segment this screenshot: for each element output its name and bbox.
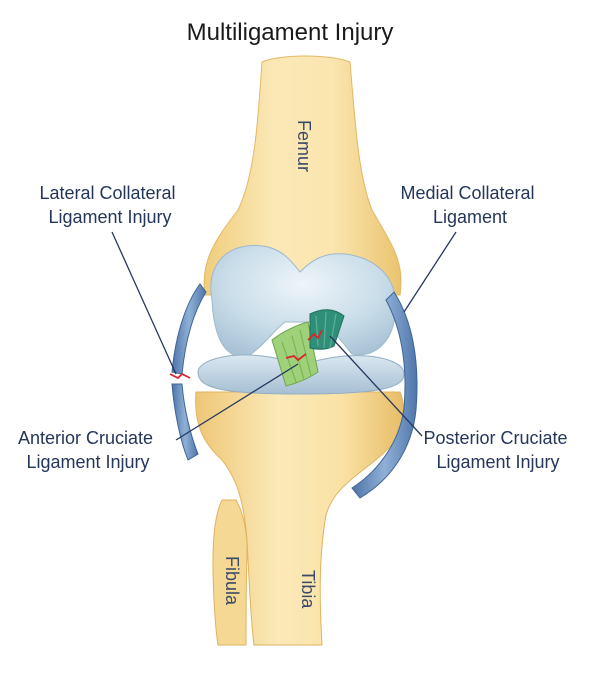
lcl-lower: [171, 383, 199, 461]
acl-leader: [175, 363, 299, 441]
fibula: [212, 499, 248, 646]
mcl-label-line1: Medial Collateral: [400, 183, 534, 203]
lcl-upper: [171, 283, 207, 375]
diagram-title: Multiligament Injury: [187, 19, 394, 46]
lcl-leader: [111, 231, 177, 375]
pcl-label-line2: Ligament Injury: [436, 452, 559, 472]
fibula-label: Fibula: [222, 556, 242, 606]
lcl-label-line1: Lateral Collateral: [39, 183, 175, 203]
mcl-label: Medial Collateral Ligament: [400, 183, 539, 227]
pcl-leader: [329, 335, 423, 437]
mcl-label-line2: Ligament: [433, 207, 507, 227]
acl-ligament: [271, 321, 319, 387]
pcl-tear-mark: [307, 329, 323, 341]
acl-label: Anterior Cruciate Ligament Injury: [18, 428, 158, 472]
tibia-label: Tibia: [298, 570, 318, 609]
lcl-tear-mark: [169, 372, 191, 380]
lcl-label: Lateral Collateral Ligament Injury: [39, 183, 180, 227]
pcl-label-line1: Posterior Cruciate: [423, 428, 567, 448]
acl-label-line2: Ligament Injury: [26, 452, 149, 472]
pcl-ligament: [309, 309, 345, 350]
pcl-label: Posterior Cruciate Ligament Injury: [423, 428, 572, 472]
femur-label: Femur: [294, 120, 314, 172]
femur: [203, 55, 402, 296]
mcl-leader: [403, 231, 457, 313]
acl-label-line1: Anterior Cruciate: [18, 428, 153, 448]
mcl-ligament: [351, 291, 418, 499]
acl-fibers: [281, 329, 312, 383]
lcl-label-line2: Ligament Injury: [48, 207, 171, 227]
pcl-fibers: [315, 311, 337, 349]
acl-tear-mark: [285, 353, 307, 362]
